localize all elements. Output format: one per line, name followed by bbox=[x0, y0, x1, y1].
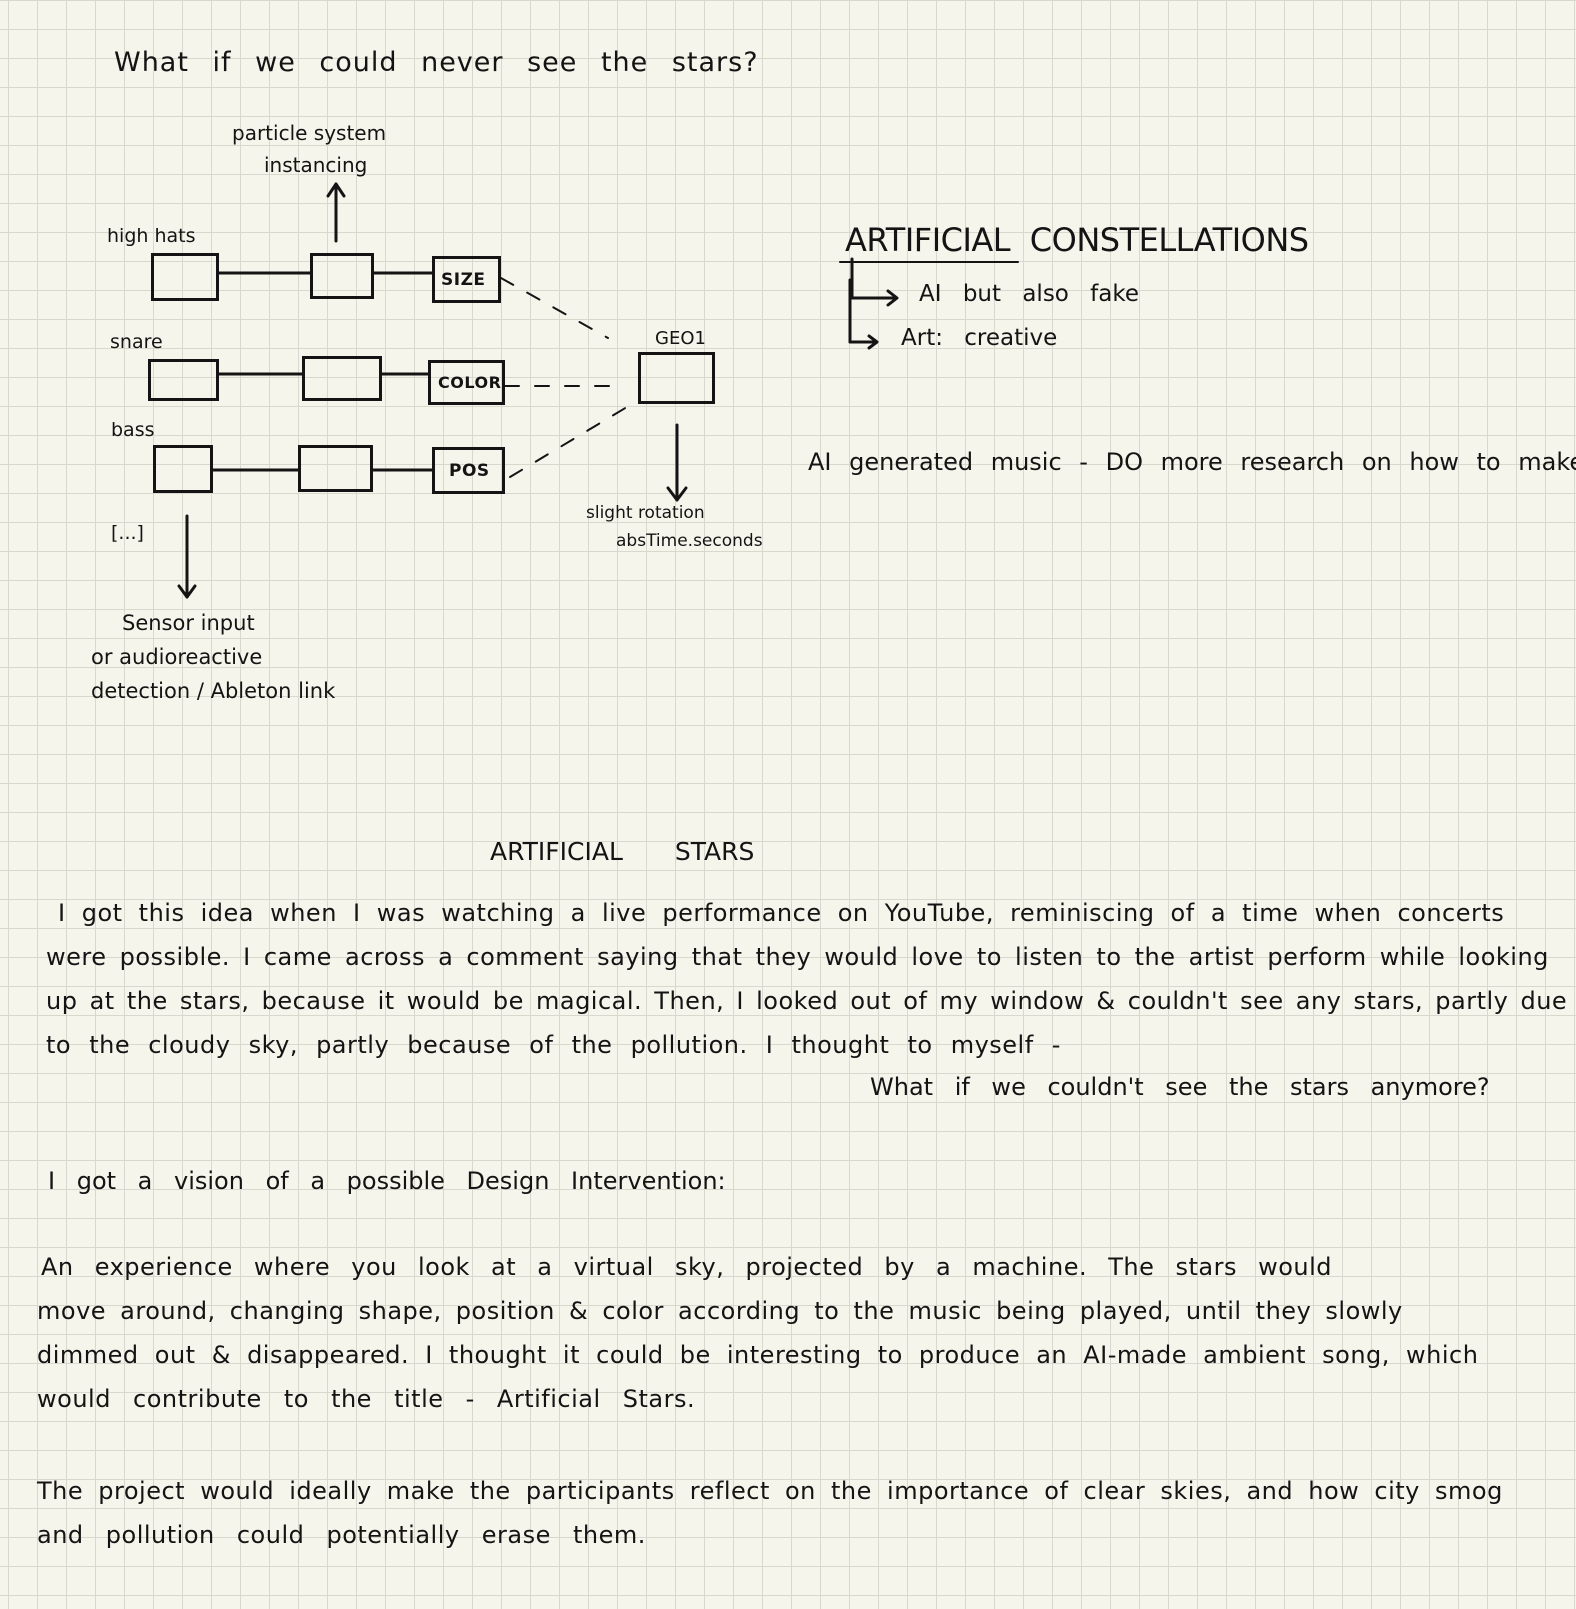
essay-title: ARTIFICIAL STARS bbox=[490, 837, 755, 866]
constellations-item-art: Art: creative bbox=[901, 325, 1058, 351]
geo-label: GEO1 bbox=[655, 328, 706, 349]
abstime-note: absTime.seconds bbox=[616, 531, 763, 551]
audioreactive-note: or audioreactive bbox=[91, 645, 263, 669]
arrow-down-icon bbox=[177, 514, 197, 599]
node-box bbox=[302, 356, 382, 401]
geo-box bbox=[638, 352, 715, 404]
slight-rotation-note: slight rotation bbox=[586, 503, 705, 523]
essay-line: up at the stars, because it would be mag… bbox=[46, 987, 1568, 1015]
instancing-note: instancing bbox=[264, 153, 368, 177]
color-label: COLOR bbox=[438, 373, 502, 392]
bracket-arrow-icon bbox=[848, 278, 879, 350]
music-research-note: AI generated music - DO more research on… bbox=[808, 448, 1576, 476]
essay-line: The project would ideally make the parti… bbox=[37, 1477, 1503, 1505]
essay-line: to the cloudy sky, partly because of the… bbox=[46, 1031, 1061, 1059]
node-box bbox=[151, 253, 219, 301]
essay-line: and pollution could potentially erase th… bbox=[37, 1521, 646, 1549]
essay-line: would contribute to the title - Artifici… bbox=[37, 1385, 696, 1413]
particle-system-note: particle system bbox=[232, 121, 387, 145]
reflection-paragraph: The project would ideally make the parti… bbox=[37, 1469, 1503, 1557]
node-box bbox=[310, 253, 374, 299]
row-label-snare: snare bbox=[110, 331, 163, 353]
row-label-bass: bass bbox=[111, 419, 155, 441]
size-box bbox=[432, 256, 501, 303]
bracket-arrow-icon bbox=[850, 257, 899, 307]
pos-box bbox=[432, 447, 505, 494]
color-box bbox=[428, 360, 505, 405]
essay-line: I got this idea when I was watching a li… bbox=[58, 899, 1505, 927]
pos-label: POS bbox=[449, 461, 490, 481]
essay-line: were possible. I came across a comment s… bbox=[46, 943, 1549, 971]
more-inputs-ellipsis: [...] bbox=[111, 522, 144, 544]
constellations-title: ARTIFICIAL CONSTELLATIONS bbox=[845, 221, 1309, 259]
constellations-item-ai: AI but also fake bbox=[919, 281, 1140, 307]
size-label: SIZE bbox=[441, 270, 486, 290]
essay-question: What if we couldn't see the stars anymor… bbox=[870, 1073, 1490, 1101]
header-question: What if we could never see the stars? bbox=[114, 47, 759, 78]
arrow-down-icon bbox=[666, 423, 688, 502]
dashed-link bbox=[500, 277, 609, 339]
row-label-high-hats: high hats bbox=[107, 225, 196, 247]
dashed-link bbox=[509, 403, 633, 478]
detection-note: detection / Ableton link bbox=[91, 679, 336, 703]
essay-intro-paragraph: I got this idea when I was watching a li… bbox=[46, 891, 1567, 1067]
arrow-up-icon bbox=[326, 182, 346, 243]
node-box bbox=[148, 359, 219, 401]
node-box bbox=[153, 445, 213, 493]
sensor-input-note: Sensor input bbox=[122, 611, 255, 635]
essay-line: An experience where you look at a virtua… bbox=[41, 1253, 1333, 1281]
vision-intro: I got a vision of a possible Design Inte… bbox=[48, 1167, 726, 1195]
node-box bbox=[298, 445, 373, 492]
essay-line: move around, changing shape, position & … bbox=[37, 1297, 1403, 1325]
essay-line: dimmed out & disappeared. I thought it c… bbox=[37, 1341, 1479, 1369]
vision-paragraph: An experience where you look at a virtua… bbox=[37, 1245, 1478, 1421]
